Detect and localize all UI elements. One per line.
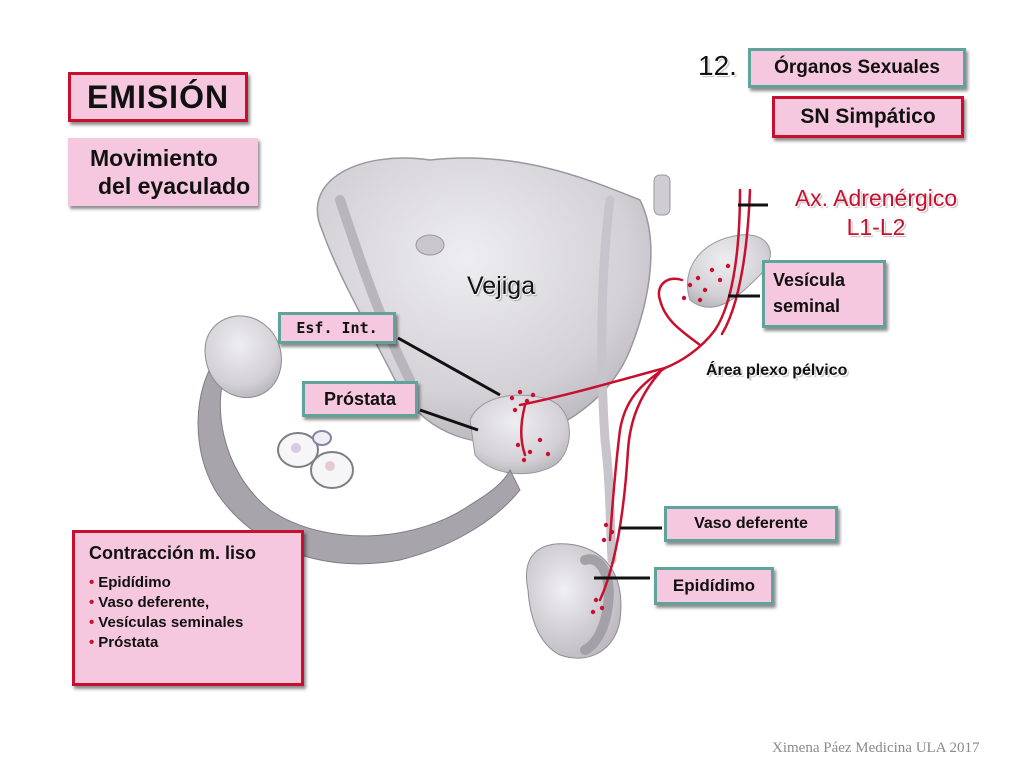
tag-sn-simpatico: SN Simpático [772, 96, 964, 138]
label-area-plexo-pelvico: Área plexo pélvico [706, 362, 848, 379]
summary-item: •Epidídimo [89, 574, 171, 591]
ureter-right [597, 195, 617, 565]
slide-number: 12. [698, 50, 737, 81]
label-vaso-deferente: Vaso deferente [664, 506, 838, 542]
nerve-label-line-2: L1-L2 [846, 214, 906, 240]
nerve-ending-dots [509, 263, 731, 615]
tag-organos-sexuales: Órganos Sexuales [748, 48, 966, 88]
summary-item: •Vaso deferente, [89, 594, 210, 611]
urachus-tube [653, 174, 671, 216]
leader-lines [397, 203, 768, 580]
prostate-shape [469, 394, 570, 475]
nerve-label: Ax. Adrenérgico L1-L2 [776, 184, 976, 242]
summary-item: •Vesículas seminales [89, 614, 244, 631]
corpus-section-3 [312, 430, 332, 446]
subtitle-line-1: Movimiento [90, 145, 218, 171]
nerve-label-line-1: Ax. Adrenérgico [794, 185, 958, 211]
label-prostata: Próstata [302, 381, 418, 417]
summary-box: Contracción m. liso •Epidídimo •Vaso def… [72, 530, 304, 686]
glans-shape [204, 315, 282, 399]
title-box: EMISIÓN [68, 72, 248, 122]
epididymis-shape [580, 554, 614, 655]
label-vejiga: Vejiga [467, 272, 536, 300]
ureter-stump [415, 234, 445, 256]
label-vesicula-line-1: Vesícula [773, 270, 846, 290]
label-epididimo: Epidídimo [654, 567, 774, 605]
label-vesicula-line-2: seminal [773, 296, 841, 316]
label-esf-int: Esf. Int. [278, 312, 396, 344]
penile-shaft [197, 359, 521, 565]
corpus-section-2-center [325, 461, 335, 471]
subtitle-box: Movimiento del eyaculado [68, 138, 258, 206]
summary-heading: Contracción m. liso [89, 543, 257, 563]
sympathetic-nerve-fibers [518, 188, 752, 602]
summary-item: •Próstata [89, 634, 159, 651]
label-vesicula-seminal: Vesícula seminal [762, 260, 886, 328]
summary-list: •Epidídimo •Vaso deferente, •Vesículas s… [89, 573, 301, 653]
ureter-left [335, 195, 415, 385]
credit-text: Ximena Páez Medicina ULA 2017 [772, 740, 980, 756]
corpus-section-1-center [291, 443, 301, 453]
subtitle-line-2: del eyaculado [98, 173, 251, 199]
